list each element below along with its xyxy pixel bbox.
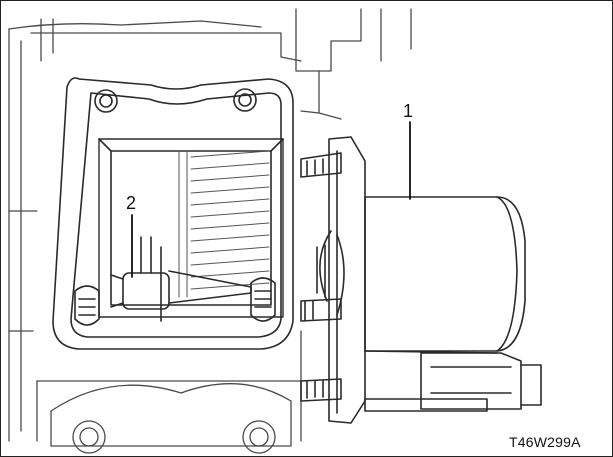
actuator-body xyxy=(364,196,526,354)
cover-flange xyxy=(52,77,294,350)
callout-1-label: 1 xyxy=(403,101,414,121)
actuator-connector xyxy=(364,352,542,412)
transmission-case xyxy=(8,8,412,454)
callout-2-label: 2 xyxy=(126,193,137,213)
cover-opening xyxy=(98,138,284,318)
cover-bolts xyxy=(74,277,276,326)
figure-code: T46W299A xyxy=(509,434,581,450)
actuator-bracket xyxy=(300,136,366,424)
